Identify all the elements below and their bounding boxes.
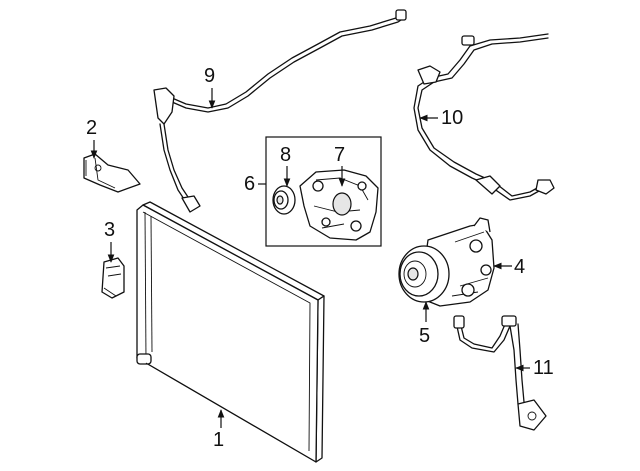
callout-9: 9 — [204, 65, 216, 87]
pulley-part-8[interactable] — [272, 185, 296, 215]
callout-6: 6 — [244, 173, 256, 195]
callout-5: 5 — [419, 325, 431, 347]
callout-3: 3 — [104, 219, 116, 241]
compressor-clutch-part-5[interactable] — [398, 245, 450, 303]
callout-10: 10 — [441, 107, 464, 129]
callout-2: 2 — [86, 117, 98, 139]
hose-part-10[interactable] — [413, 33, 555, 201]
assembly-box-part-6 — [265, 136, 382, 247]
callout-11: 11 — [533, 357, 554, 379]
callout-1: 1 — [213, 429, 225, 451]
callout-4: 4 — [514, 256, 526, 278]
bracket-part-2[interactable] — [83, 153, 141, 193]
bracket-part-3[interactable] — [101, 257, 125, 299]
hose-part-11[interactable] — [453, 315, 547, 431]
callout-7: 7 — [334, 144, 346, 166]
callout-8: 8 — [280, 144, 292, 166]
hose-part-9[interactable] — [153, 9, 407, 213]
housing-part-7[interactable] — [299, 169, 379, 241]
condenser-part-1[interactable] — [136, 201, 325, 463]
